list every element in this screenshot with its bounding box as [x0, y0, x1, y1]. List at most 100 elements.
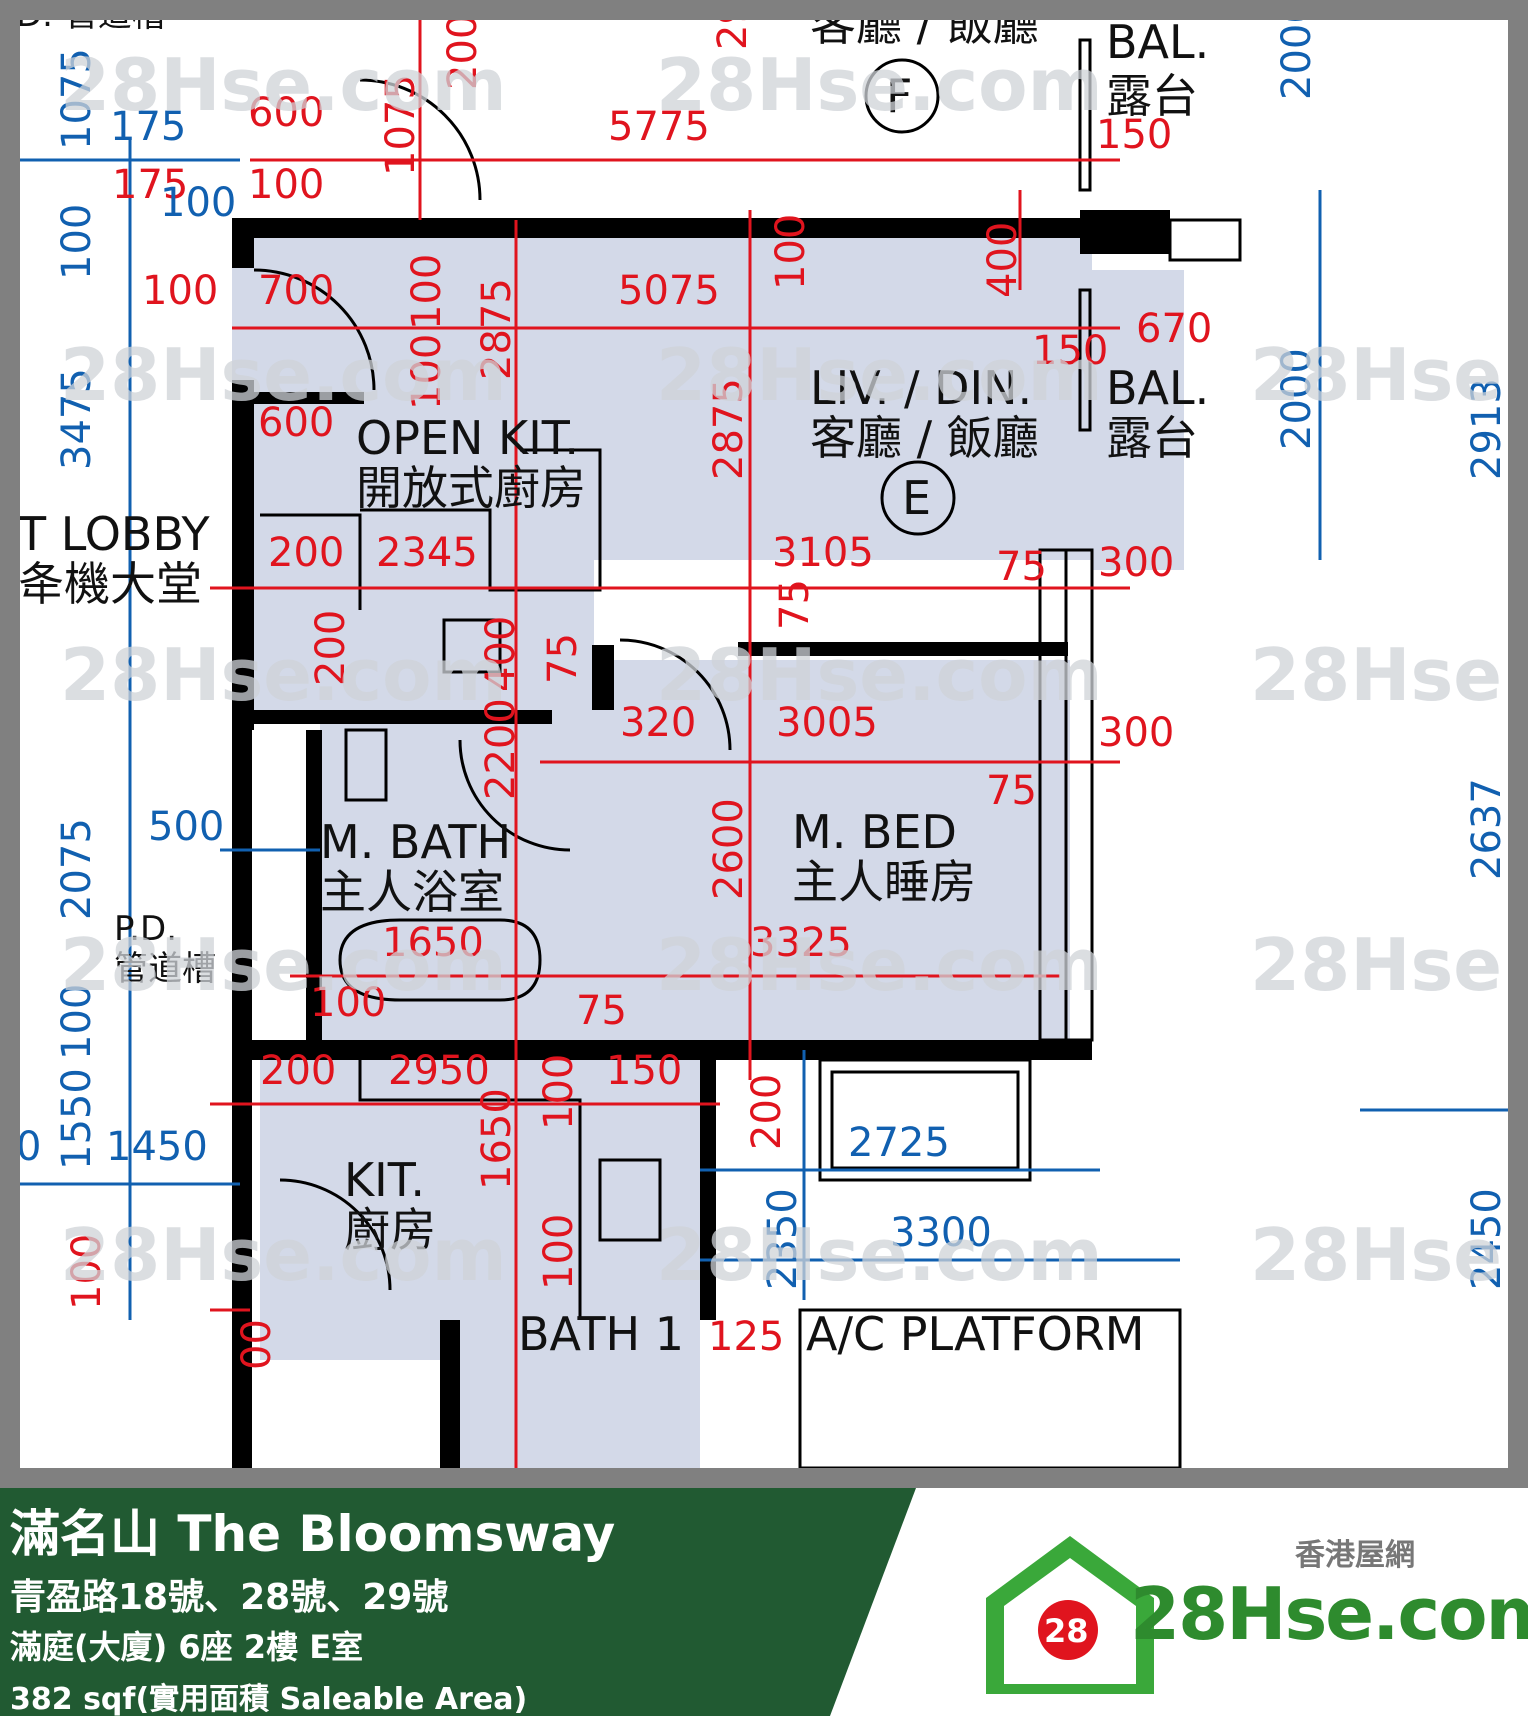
listing-address: 青盈路18號、28號、29號 — [10, 1577, 449, 1618]
red-dim-2875-a: 2875 — [474, 278, 520, 380]
red-dim-600-kit: 600 — [258, 400, 334, 446]
footer-green-panel — [0, 1488, 916, 1716]
wall-kit-bottom — [232, 710, 552, 724]
bathtub — [338, 918, 542, 1002]
ac-box-inner — [830, 1070, 1020, 1170]
room-label-kit-en: KIT. — [344, 1153, 425, 1207]
room-fills — [232, 230, 1184, 1468]
floor-plan: 客廳 / 飯廳 BAL. 露台 F LIV. / DIN. 客廳 / 飯廳 E … — [20, 20, 1508, 1468]
red-dim-300-b: 300 — [1098, 710, 1174, 756]
red-dim-1075: 1075 — [378, 74, 424, 176]
wall-left-kitchen — [232, 380, 254, 730]
room-label-ac-en: A/C PLATFORM — [806, 1307, 1144, 1361]
kit-sink — [442, 618, 502, 674]
wall-kit-right-lower — [700, 1060, 716, 1320]
blue-dim-2350: 2350 — [760, 1188, 806, 1290]
blue-dim-175: 175 — [110, 104, 186, 150]
red-dim-2345: 2345 — [376, 530, 478, 576]
red-dim-3105: 3105 — [772, 530, 874, 576]
red-dim-75-vert: 75 — [772, 579, 818, 630]
basin — [344, 728, 388, 802]
brand-badge-text: 28 — [1044, 1612, 1089, 1650]
door-swing-liv — [253, 268, 376, 391]
wall-left-main — [232, 730, 252, 1340]
open-kitchen-fill — [254, 390, 594, 710]
blue-dim-2450: 2450 — [1464, 1188, 1508, 1290]
red-dim-125: 125 — [708, 1314, 784, 1360]
wall-top — [232, 218, 1112, 238]
bay-top — [1168, 218, 1242, 262]
blue-dim-2075: 2075 — [54, 818, 100, 920]
brand-chinese-name: 香港屋網 — [1295, 1538, 1415, 1573]
red-dim-29: 29 — [710, 20, 756, 50]
kit-counter-lower — [358, 1060, 582, 1320]
blue-dim-100-left: 100 — [54, 204, 100, 280]
red-dim-75-mid: 75 — [540, 633, 586, 684]
watermark: 28Hse.com — [1250, 633, 1508, 717]
unit-e-circle — [880, 460, 956, 536]
room-label-bath1-en: BATH 1 — [518, 1307, 684, 1361]
watermark: 28Hse.com — [1250, 923, 1508, 1007]
door-swing-bath — [458, 739, 571, 852]
red-dim-100-kit3: 100 — [536, 1214, 582, 1290]
watermark: 28Hse.com — [60, 333, 507, 417]
room-label-liv-din-f-cn: 客廳 / 飯廳 — [810, 20, 1039, 51]
room-label-liv-din-cn: 客廳 / 飯廳 — [810, 411, 1039, 465]
blue-dim-labels: 1075 175 100 2000 100 3475 2000 2913 500… — [20, 20, 1508, 1290]
red-dim-100-bottom: 100 — [64, 1234, 110, 1310]
red-dim-150-kit2: 150 — [606, 1048, 682, 1094]
room-labels: 客廳 / 飯廳 BAL. 露台 F LIV. / DIN. 客廳 / 飯廳 E … — [20, 20, 1209, 1361]
red-dim-100-liv: 100 — [768, 214, 814, 290]
red-dim-700: 700 — [258, 268, 334, 314]
red-dim-100-kit-b: 100 — [404, 254, 450, 330]
watermark: 28Hse.com — [656, 1213, 1103, 1297]
blue-dim-500: 500 — [148, 804, 224, 850]
watermark: 28Hse.com — [60, 633, 507, 717]
red-dim-75-right: 75 — [996, 544, 1047, 590]
ac-platform-box — [798, 1308, 1182, 1468]
red-dim-00: 00 — [234, 1319, 280, 1370]
wall-kit-right — [592, 645, 614, 710]
brand-logo: 28 — [986, 1536, 1154, 1694]
blue-dim-1550: 1550 — [54, 1068, 100, 1170]
blue-dim-0: 0 — [20, 1124, 41, 1170]
red-dim-320: 320 — [620, 700, 696, 746]
kitchen-fill — [260, 1060, 700, 1360]
red-dim-200-kit2: 200 — [260, 1048, 336, 1094]
red-dim-200-top: 200 — [440, 20, 486, 90]
rail-mid — [1078, 288, 1092, 432]
door-swing-kit — [279, 1178, 392, 1291]
listing-footer: 28 滿名山 The Bloomsway 青盈路18號、28號、29號 滿庭(大… — [0, 1488, 1528, 1717]
red-dim-175: 175 — [112, 162, 188, 208]
room-label-open-kit-en: OPEN KIT. — [356, 411, 579, 465]
room-label-pd-cn: 管道槽 — [114, 949, 216, 989]
red-dim-2200: 2200 — [478, 698, 524, 800]
red-dim-200-kit3: 200 — [744, 1074, 790, 1150]
wall-left-bottom — [232, 1310, 252, 1468]
balcony-fill — [1092, 270, 1184, 570]
watermark: 28Hse.com — [656, 43, 1103, 127]
red-dim-5075: 5075 — [618, 268, 720, 314]
blue-dim-3475: 3475 — [54, 368, 100, 470]
watermark: 28Hse.com — [1250, 333, 1508, 417]
room-label-liv-din-en: LIV. / DIN. — [810, 361, 1032, 415]
room-label-mbath-cn: 主人浴室 — [320, 865, 504, 919]
brand-name[interactable]: 28Hse.com — [1130, 1572, 1528, 1656]
wall-left-stub — [232, 238, 254, 268]
red-dim-400-top: 400 — [980, 222, 1026, 298]
room-label-lobby-en: T LOBBY — [20, 507, 211, 561]
watermark: 28Hse.com — [656, 923, 1103, 1007]
floor-plan-drawing: 客廳 / 飯廳 BAL. 露台 F LIV. / DIN. 客廳 / 飯廳 E … — [20, 20, 1508, 1468]
red-dim-1650-kit: 1650 — [474, 1088, 520, 1190]
watermark: 28Hse.com — [1250, 1213, 1508, 1297]
red-dim-150-top: 150 — [1096, 112, 1172, 158]
red-dim-200-mid: 200 — [308, 610, 354, 686]
blue-dim-2725: 2725 — [848, 1120, 950, 1166]
blue-dim-2000-mid: 2000 — [1274, 348, 1320, 450]
red-dim-300-a: 300 — [1098, 540, 1174, 586]
listing-unit: 滿庭(大廈) 6座 2樓 E室 — [10, 1628, 364, 1666]
door-swing-top — [359, 78, 482, 201]
red-dim-lines — [210, 20, 1130, 1468]
red-dim-100-bath: 100 — [310, 980, 386, 1026]
